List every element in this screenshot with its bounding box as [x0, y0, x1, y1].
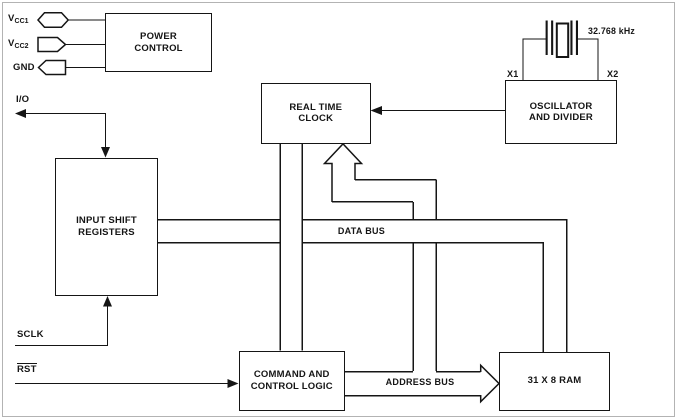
data-bus-bottom-line — [158, 241, 545, 352]
address-bus-label: ADDRESS BUS — [385, 377, 455, 387]
crystal-plate — [575, 20, 578, 55]
block-input-shift-registers: INPUT SHIFT REGISTERS — [55, 158, 158, 296]
io-left-arrowhead — [15, 109, 26, 118]
address-bus-lines — [344, 370, 481, 397]
vcc1-subscript: CC1 — [14, 18, 29, 25]
crystal-plate — [545, 20, 548, 55]
vcc2-pin-icon — [37, 36, 67, 53]
oscillator-arrowhead — [370, 106, 382, 115]
vcc1-pin-icon — [36, 12, 70, 28]
rtc-command-channel — [279, 144, 303, 351]
block-real-time-clock: REAL TIME CLOCK — [261, 82, 371, 144]
crystal-x2-wire — [578, 38, 599, 80]
data-bus-up-arrow — [322, 142, 364, 202]
x1-pin-label: X1 — [507, 68, 519, 79]
rtc-arrow-channel — [332, 178, 436, 203]
sclk-up-arrowhead — [103, 296, 112, 307]
solid-arrowheads — [15, 106, 382, 388]
crystal-x1-wire — [522, 38, 546, 80]
signal-wires — [15, 19, 599, 385]
vcc1-main: V — [8, 13, 15, 24]
vcc2-pin-label: VCC2 — [8, 38, 29, 50]
gnd-pin-icon — [37, 59, 67, 76]
crystal-icon — [545, 20, 578, 58]
crystal-plate — [551, 20, 554, 55]
rst-overline-text: RST — [17, 362, 37, 375]
block-label-line: CONTROL — [134, 42, 183, 54]
sclk-pin-label: SCLK — [17, 329, 44, 340]
block-label-line: POWER — [140, 31, 177, 42]
block-label-line: CLOCK — [298, 113, 334, 124]
vcc2-subscript: CC2 — [14, 42, 29, 50]
gnd-pin-label: GND — [13, 61, 35, 73]
data-bus-top-line — [158, 218, 568, 352]
block-label-line: CONTROL LOGIC — [250, 380, 333, 392]
vcc2-main: V — [8, 37, 15, 49]
block-power-control: POWER CONTROL — [105, 13, 212, 72]
block-label-line: REGISTERS — [78, 226, 135, 238]
block-oscillator-divider: OSCILLATOR AND DIVIDER — [505, 80, 617, 144]
pin-symbols — [36, 12, 70, 76]
address-bus-arrow — [479, 363, 501, 404]
block-label-line: OSCILLATOR — [529, 100, 593, 112]
crystal-frequency-label: 32.768 kHz — [588, 26, 635, 36]
hollow-arrows — [322, 142, 501, 404]
block-command-control-logic: COMMAND AND CONTROL LOGIC — [239, 351, 345, 411]
block-label-line: COMMAND AND — [253, 369, 330, 381]
block-ram: 31 X 8 RAM — [499, 351, 610, 411]
block-label-line: AND DIVIDER — [529, 112, 593, 123]
block-label-line: INPUT SHIFT — [76, 215, 137, 227]
io-wire — [17, 112, 107, 150]
io-down-arrowhead — [101, 147, 110, 158]
crystal-plate — [570, 20, 573, 55]
rst-pin-label: RST — [17, 362, 37, 375]
block-label-line: 31 X 8 RAM — [527, 375, 582, 387]
sclk-wire — [15, 305, 109, 347]
data-bus-label: DATA BUS — [337, 225, 386, 236]
rst-right-arrowhead — [227, 379, 239, 388]
bus-lines — [158, 144, 568, 397]
block-label-line: REAL TIME — [289, 101, 343, 113]
x2-pin-label: X2 — [607, 68, 619, 79]
crystal-body — [555, 22, 570, 58]
io-pin-label: I/O — [16, 94, 30, 105]
data-to-address-channel — [412, 179, 437, 371]
vcc1-pin-label: VCC1 — [8, 13, 29, 25]
